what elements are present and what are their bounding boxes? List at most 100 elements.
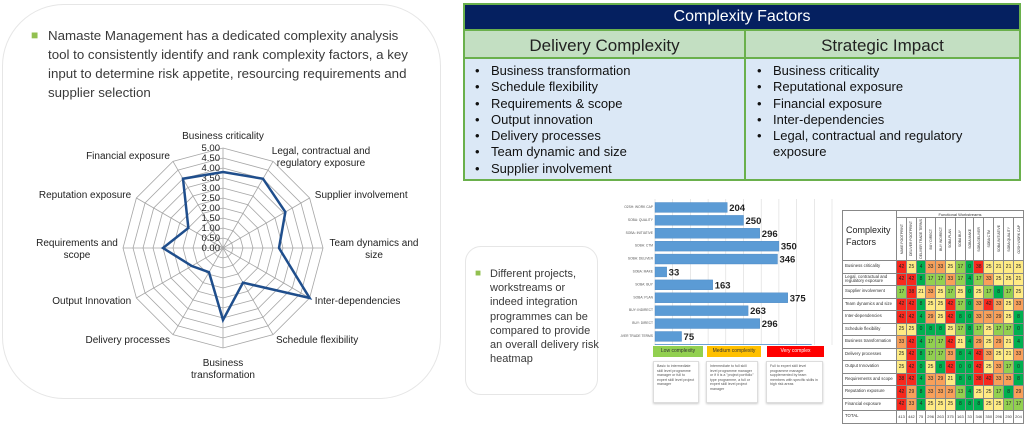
heatmap-column-header-text: DELIVER FOOTPRINT	[909, 221, 913, 256]
heatmap-cell: 8	[916, 298, 925, 311]
heatmap-cell: 42	[984, 298, 994, 311]
heatmap-cell: 25	[994, 348, 1004, 361]
heatmap-cell: 0	[965, 373, 974, 386]
list-item: Legal, contractual and regulatory exposu…	[751, 128, 1019, 161]
heatmap-cell: 21	[945, 373, 955, 386]
heatmap-cell: 33	[974, 298, 984, 311]
radar-axis-label: Delivery processes	[86, 335, 170, 346]
heatmap-cell: 8	[955, 398, 965, 411]
heatmap-cell: 17	[955, 261, 965, 274]
heatmap-cell: 4	[965, 386, 974, 399]
heatmap-cell: 17	[955, 273, 965, 286]
bar-category-label: SOBA: MAKE	[633, 270, 654, 274]
heatmap-cell: 42	[974, 361, 984, 374]
bar-value-label: 296	[762, 229, 778, 240]
heatmap-cell: 42	[897, 273, 907, 286]
bar	[655, 267, 667, 277]
heatmap-cell: 0	[965, 261, 974, 274]
bar	[655, 241, 779, 251]
heatmap-column-header: DELIVER TRADE TERMS	[916, 218, 925, 261]
heatmap-cell: 17	[974, 323, 984, 336]
heatmap-cell: 8	[916, 273, 925, 286]
heatmap-cell: 21	[1014, 273, 1024, 286]
heatmap-column-header: SOBA PLAN	[945, 218, 955, 261]
heatmap-cell: 0	[965, 298, 974, 311]
legend-very-complex: Very complex	[767, 346, 824, 357]
heatmap-cell: 17	[974, 273, 984, 286]
bar-value-label: 346	[779, 255, 795, 266]
heatmap-cell: 0	[955, 361, 965, 374]
heatmap-cell: 38	[974, 373, 984, 386]
heatmap-cell: 33	[994, 298, 1004, 311]
radar-axis-label: Legal, contractual and	[272, 146, 370, 157]
heatmap-cell: 33	[945, 273, 955, 286]
bar-category-label: BUY: INDIRECT	[629, 308, 653, 312]
bar	[655, 344, 811, 345]
bar-category-label: SOBA: QUALITY	[628, 218, 654, 222]
intro-paragraph: ■ Namaste Management has a dedicated com…	[48, 26, 408, 102]
heatmap-cell: 42	[897, 311, 907, 324]
heatmap-row-label: Business criticality	[843, 261, 897, 274]
legend-low-description: Basic to intermediate skill level progra…	[653, 361, 699, 403]
heatmap-cell: 8	[936, 323, 946, 336]
heatmap-total-cell: 204	[1014, 411, 1024, 424]
complexity-heatmap-table: Complexity Factors Functional Workstream…	[842, 210, 1024, 424]
heatmap-cell: 25	[945, 323, 955, 336]
heatmap-callout-paragraph: ■ Different projects, workstreams or ind…	[490, 267, 600, 366]
heatmap-cell: 33	[984, 273, 994, 286]
heatmap-cell: 42	[907, 311, 917, 324]
heatmap-cell: 42	[945, 361, 955, 374]
column-divider	[744, 59, 746, 179]
heatmap-group-label: Functional Workstreams	[897, 211, 1024, 218]
heatmap-cell: 25	[984, 361, 994, 374]
heatmap-cell: 25	[936, 311, 946, 324]
intro-text: Namaste Management has a dedicated compl…	[48, 28, 408, 100]
heatmap-cell: 25	[994, 273, 1004, 286]
heatmap-cell: 17	[994, 323, 1004, 336]
legend-low-complexity: Low complexity	[653, 346, 703, 357]
heatmap-cell: 25	[984, 323, 994, 336]
heatmap-cell: 29	[936, 373, 946, 386]
heatmap-cell: 4	[916, 311, 925, 324]
heatmap-cell: 8	[974, 398, 984, 411]
heatmap-column-header-text: SOBA MAKE	[968, 229, 972, 249]
heatmap-cell: 33	[984, 348, 994, 361]
heatmap-column-header: BUY INDIRECT	[936, 218, 946, 261]
heatmap-cell: 33	[1014, 348, 1024, 361]
radar-tick-label: 1.50	[202, 213, 221, 224]
heatmap-column-header-text: SOBA CTM	[987, 230, 991, 248]
heatmap-cell: 29	[907, 386, 917, 399]
bar	[655, 306, 748, 316]
bar	[655, 203, 727, 213]
heatmap-cell: 8	[1014, 311, 1024, 324]
heatmap-cell: 25	[897, 361, 907, 374]
heatmap-cell: 17	[897, 286, 907, 299]
heatmap-cell: 8	[965, 398, 974, 411]
heatmap-total-cell: 163	[955, 411, 965, 424]
heatmap-row-label: Supplier involvement	[843, 286, 897, 299]
heatmap-cell: 8	[1014, 373, 1024, 386]
heatmap-cell: 33	[1004, 373, 1014, 386]
list-item: Reputational exposure	[751, 79, 1019, 95]
heatmap-cell: 42	[897, 398, 907, 411]
heatmap-cell: 33	[945, 348, 955, 361]
radar-axis-label: Financial exposure	[86, 151, 170, 162]
bar-value-label: 250	[746, 216, 762, 227]
radar-axis-label: regulatory exposure	[277, 158, 366, 169]
list-item: Inter-dependencies	[751, 112, 1019, 128]
list-item: Requirements & scope	[469, 96, 630, 112]
heatmap-total-cell: 442	[907, 411, 917, 424]
radar-tick-label: 1.00	[202, 223, 221, 234]
heatmap-row-label: Financial exposure	[843, 398, 897, 411]
heatmap-column-header: SOBA DELIVER	[974, 218, 984, 261]
radar-axis-label: Inter-dependencies	[315, 296, 401, 307]
heatmap-cell: 8	[916, 386, 925, 399]
radar-axis-label: Output Innovation	[52, 296, 131, 307]
heatmap-cell: 42	[897, 261, 907, 274]
heatmap-cell: 42	[945, 336, 955, 349]
radar-axis-label: Business criticality	[182, 131, 264, 142]
